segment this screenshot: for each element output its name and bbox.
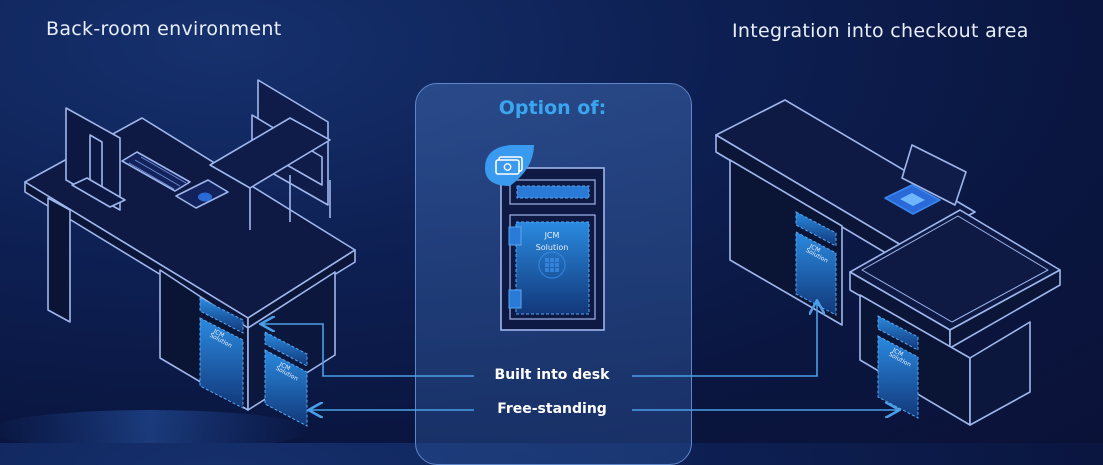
money-icon <box>485 145 534 186</box>
free-standing-unit-left <box>264 331 308 427</box>
back-room-desk <box>24 79 356 411</box>
diagram-canvas: Option of: JCM Solution JCM Solution <box>0 18 1061 465</box>
device-top-slot <box>509 179 596 205</box>
center-device-label-line1: JCM <box>544 231 560 240</box>
unit-label-line1: JCM <box>211 328 225 340</box>
unit-label-line1: JCM <box>890 347 904 359</box>
built-in-unit-left <box>199 297 244 409</box>
center-device-label-line2: Solution <box>536 243 569 252</box>
free-standing-label: Free-standing <box>497 401 607 417</box>
connector-arrows <box>262 302 898 410</box>
built-into-desk-label: Built into desk <box>494 367 610 383</box>
center-device-artwork: JCM Solution JCM Solution JCM Solution J… <box>208 145 912 443</box>
diagram-artwork <box>0 79 1061 443</box>
option-title: Option of: <box>498 97 607 119</box>
device-hinge-top <box>508 226 522 246</box>
arrow-built-in-right <box>632 302 817 377</box>
built-in-unit-right <box>795 211 837 316</box>
keypad-icon <box>538 251 566 279</box>
unit-label-line1: JCM <box>807 243 821 255</box>
right-heading: Integration into checkout area <box>732 20 1029 42</box>
unit-label-line1: JCM <box>277 361 291 373</box>
left-heading: Back-room environment <box>46 18 282 40</box>
free-standing-unit-right <box>877 315 919 419</box>
arrow-built-in-left <box>262 324 474 377</box>
device-hinge-bottom <box>508 289 522 309</box>
